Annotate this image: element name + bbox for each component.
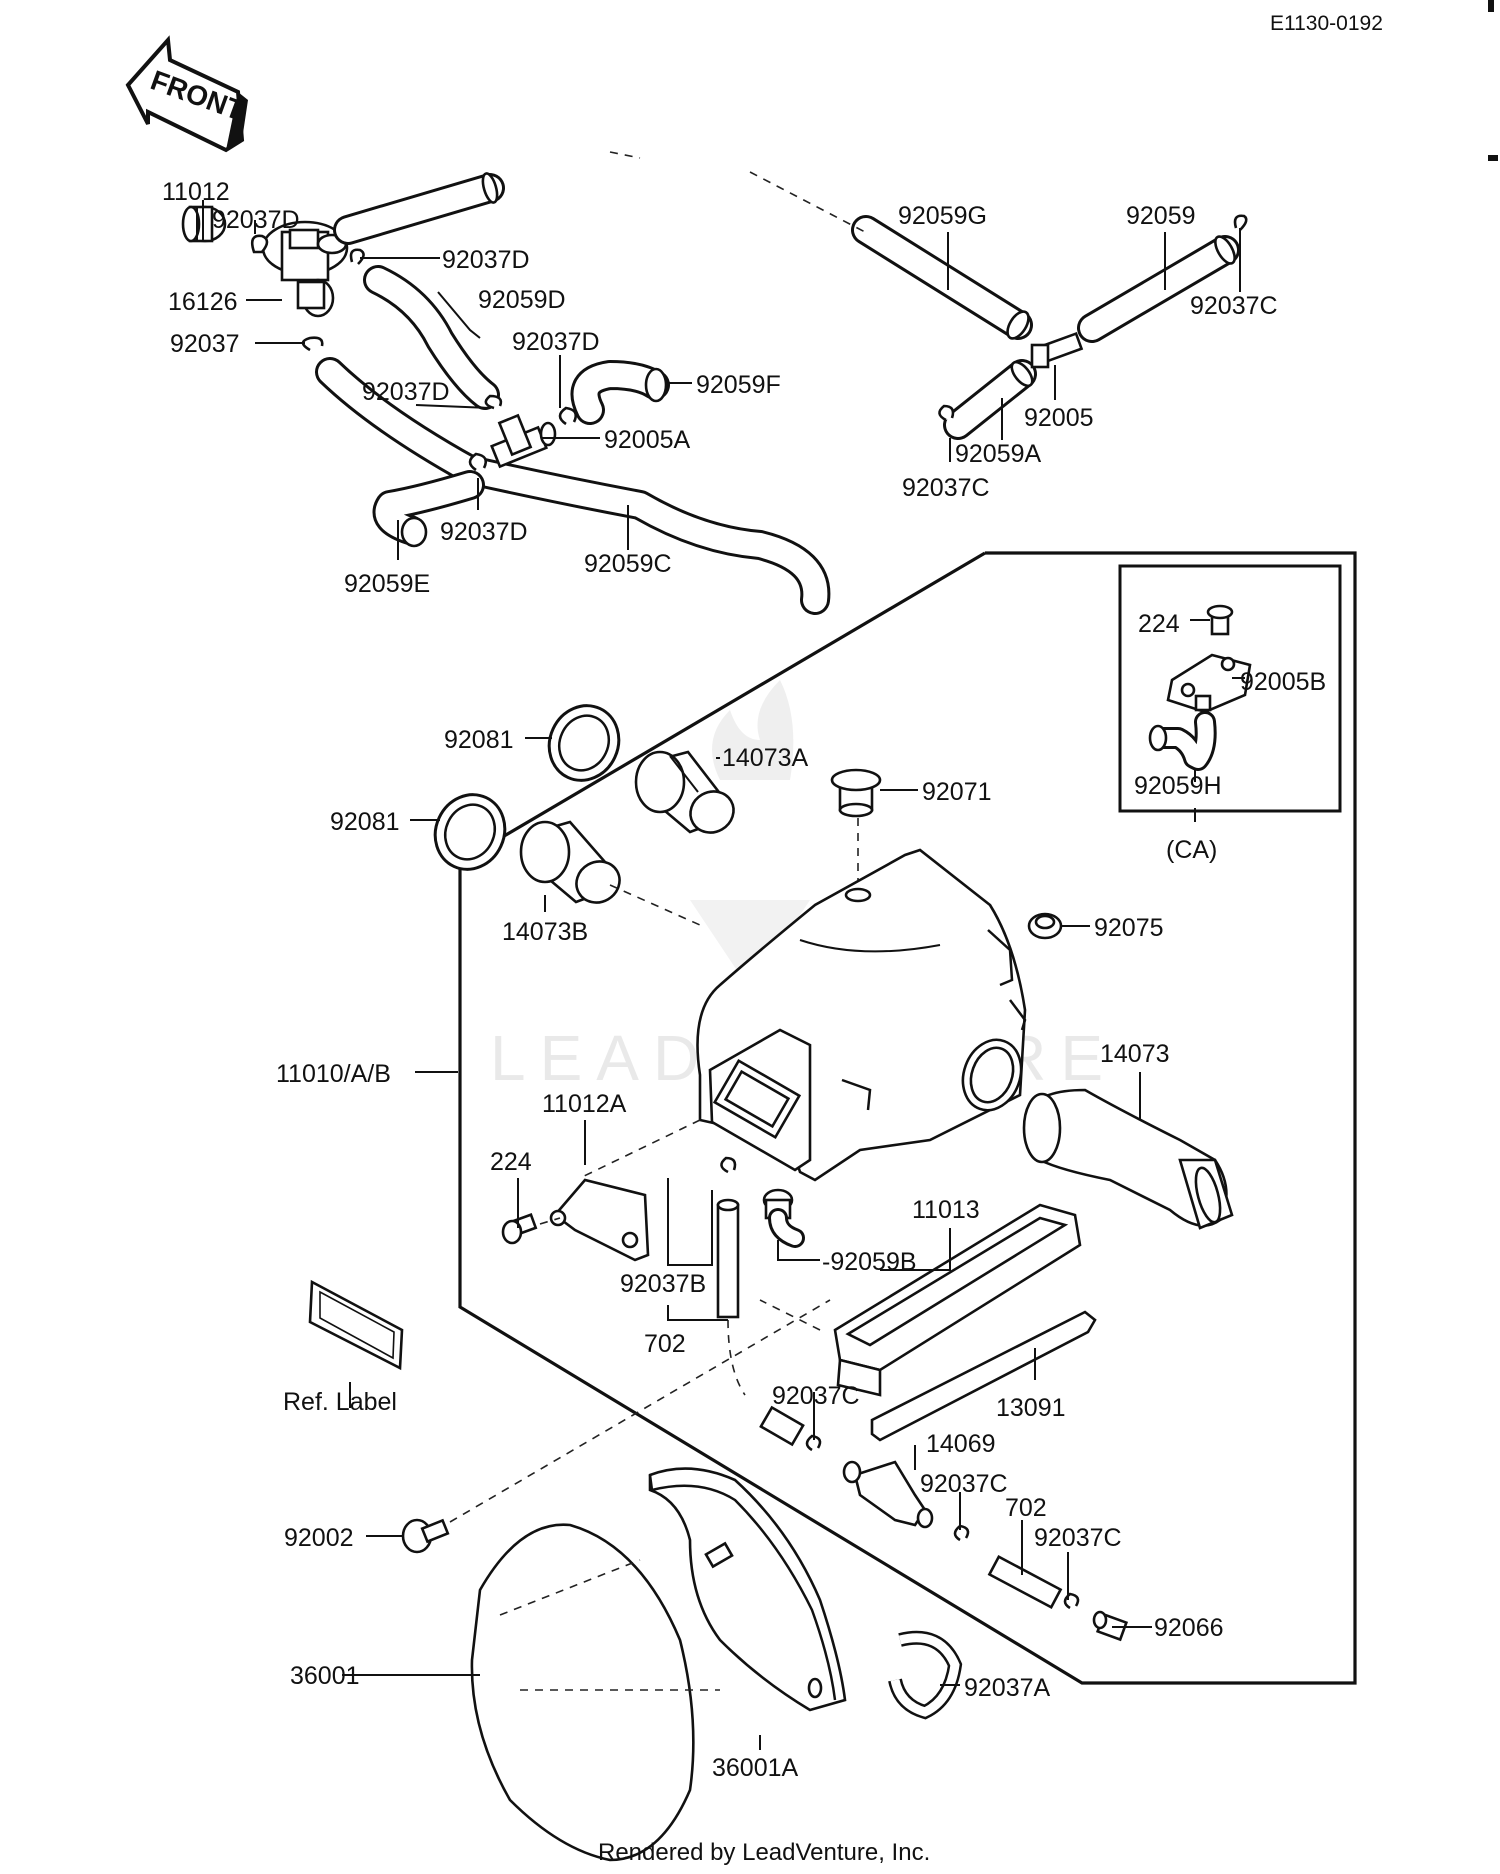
cover-36001A — [648, 1467, 847, 1712]
tube-702-vertical — [716, 1198, 740, 1319]
label-92037D: 92037D — [442, 246, 530, 274]
clip-icon — [301, 336, 324, 352]
label-ref-label: Ref. Label — [283, 1388, 397, 1416]
check-valve-14069 — [842, 1460, 934, 1529]
inset-caption: (CA) — [1166, 836, 1217, 864]
small-tube — [759, 1405, 805, 1447]
clip-icon — [468, 452, 488, 472]
leader-lines — [202, 200, 1245, 1750]
edge-mark — [1488, 155, 1498, 161]
label-92066: 92066 — [1154, 1614, 1224, 1642]
boot-14073B — [519, 820, 621, 904]
plug-92066 — [1092, 1610, 1129, 1642]
plate-11012A — [549, 1178, 650, 1262]
front-arrow-icon: FRONT — [125, 35, 248, 153]
cap-11012 — [181, 205, 227, 243]
label-92037C: 92037C — [1034, 1524, 1122, 1552]
label-92059G: 92059G — [898, 202, 987, 230]
airbox-11010 — [696, 848, 1027, 1182]
label-92037C: 92037C — [902, 474, 990, 502]
label-92071: 92071 — [922, 778, 992, 806]
label-92059B: -92059B — [822, 1248, 917, 1276]
label-92037D: 92037D — [512, 328, 600, 356]
clip-icon — [250, 234, 269, 254]
clip-icon — [558, 406, 578, 426]
label-92081: 92081 — [330, 808, 400, 836]
part-number-labels: 11012 92037D 92037D 16126 92059D 92037 9… — [162, 178, 1326, 1782]
label-14073: 14073 — [1100, 1040, 1170, 1068]
foam-13091 — [870, 1310, 1097, 1442]
label-16126: 16126 — [168, 288, 238, 316]
label-92005: 92005 — [1024, 404, 1094, 432]
label-92059H: 92059H — [1134, 772, 1222, 800]
label-92037D: 92037D — [362, 378, 450, 406]
label-92002: 92002 — [284, 1524, 354, 1552]
label-36001: 36001 — [290, 1662, 360, 1690]
label-92059D: 92059D — [478, 286, 566, 314]
label-14069: 14069 — [926, 1430, 996, 1458]
grommet-92071 — [830, 768, 882, 818]
label-92075: 92075 — [1094, 914, 1164, 942]
label-702: 702 — [1005, 1494, 1047, 1522]
nut-92075 — [1027, 912, 1063, 940]
filter-11013 — [833, 1203, 1082, 1397]
label-92005B: 92005B — [1240, 668, 1326, 696]
label-92059F: 92059F — [696, 371, 781, 399]
diagram-code: E1130-0192 — [1270, 12, 1383, 35]
label-92037C: 92037C — [772, 1382, 860, 1410]
label-92037D: 92037D — [212, 206, 300, 234]
clip-icon — [349, 248, 365, 265]
assembly-outline — [458, 551, 1357, 1685]
clip-icon — [1063, 1592, 1080, 1610]
label-11013: 11013 — [912, 1196, 980, 1224]
label-92059: 92059 — [1126, 202, 1196, 230]
clip-icon — [953, 1524, 970, 1542]
gasket-92081-lower — [433, 793, 507, 871]
label-92037B: 92037B — [620, 1270, 706, 1298]
label-92037: 92037 — [170, 330, 240, 358]
clip-icon — [938, 404, 955, 422]
clip-icon — [1233, 214, 1248, 231]
label-702: 702 — [644, 1330, 686, 1358]
label-11012A: 11012A — [542, 1090, 627, 1118]
label-92037D: 92037D — [440, 518, 528, 546]
reference-label-icon — [308, 1279, 404, 1371]
label-224: 224 — [1138, 610, 1180, 638]
label-92037C: 92037C — [1190, 292, 1278, 320]
cover-36001 — [470, 1523, 695, 1862]
tube-702-lower — [987, 1554, 1063, 1610]
clip-icon — [484, 394, 503, 410]
screw-224 — [501, 1212, 538, 1245]
intake-14073 — [1022, 1088, 1234, 1230]
edge-mark — [1488, 0, 1494, 12]
clip-icon — [720, 1156, 737, 1174]
label-11010-A-B: 11010/A/B — [276, 1060, 391, 1088]
hose-assembly-top-left — [181, 172, 831, 615]
clip-icon — [805, 1434, 822, 1452]
label-92059E: 92059E — [344, 570, 430, 598]
label-14073B: 14073B — [502, 918, 588, 946]
label-92059C: 92059C — [584, 550, 672, 578]
clamp-92037A — [888, 1630, 963, 1720]
label-14073A: 14073A — [722, 744, 809, 772]
hose-assembly-top-right — [851, 214, 1248, 440]
boot-14073A — [634, 750, 735, 834]
label-92037C: 92037C — [920, 1470, 1008, 1498]
label-11012: 11012 — [162, 178, 230, 206]
label-92081: 92081 — [444, 726, 514, 754]
label-92059A: 92059A — [955, 440, 1042, 468]
label-92005A: 92005A — [604, 426, 691, 454]
gasket-92081-upper — [547, 704, 621, 782]
bolt-92002 — [401, 1518, 450, 1554]
inset-parts — [1148, 604, 1252, 771]
inset-box — [1118, 564, 1342, 813]
elbow-92059B — [762, 1188, 805, 1248]
footer-credit: Rendered by LeadVenture, Inc. — [598, 1839, 930, 1866]
tee-92005A — [490, 413, 557, 469]
label-13091: 13091 — [996, 1394, 1066, 1422]
label-92037A: 92037A — [964, 1674, 1051, 1702]
label-36001A: 36001A — [712, 1754, 799, 1782]
label-224: 224 — [490, 1148, 532, 1176]
